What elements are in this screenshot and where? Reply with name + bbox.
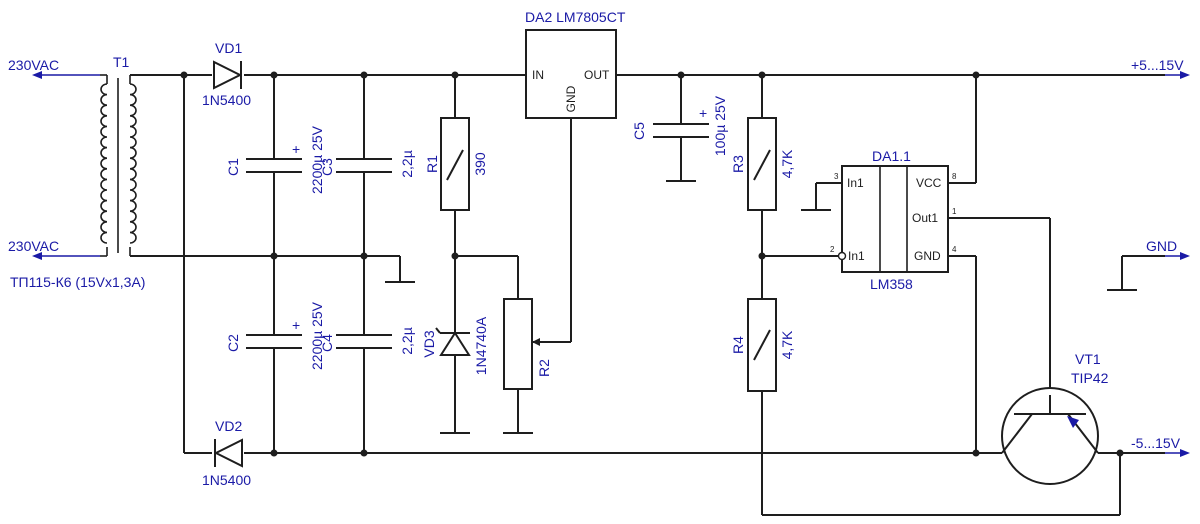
da1-ref: DA1.1 [872, 148, 911, 164]
c4-ref: C4 [319, 334, 335, 352]
labels: 230VAC 230VAC +5...15V -5...15V GND T1 Т… [8, 9, 1184, 488]
c1-value: 2200µ 25V [309, 125, 325, 194]
transistor-vt1 [1001, 387, 1099, 485]
da1-part: LM358 [870, 276, 913, 292]
vt1-ref: VT1 [1075, 351, 1101, 367]
r2-ref: R2 [536, 359, 552, 377]
c2-value: 2200µ 25V [309, 301, 325, 370]
r1-value: 390 [472, 152, 488, 176]
c3-value: 2,2µ [399, 150, 415, 178]
vd1-part: 1N5400 [202, 92, 251, 108]
c2-ref: C2 [225, 334, 241, 352]
c5-polarity: + [699, 105, 707, 121]
c2-polarity: + [292, 317, 300, 333]
r3-ref: R3 [730, 155, 746, 173]
vd1-ref: VD1 [215, 40, 242, 56]
resistor-r2 [503, 298, 540, 390]
da1-num-out: 1 [952, 207, 957, 216]
junction-dots [180, 71, 1124, 457]
c3-ref: C3 [319, 158, 335, 176]
capacitor-c1 [246, 158, 302, 173]
c5-ref: C5 [631, 122, 647, 140]
terminal-ac-bottom: 230VAC [8, 238, 59, 254]
resistor-r1 [440, 117, 470, 211]
da1-num-in-plus: 3 [834, 172, 839, 181]
c5-value: 100µ 25V [712, 95, 728, 156]
terminal-gnd: GND [1146, 238, 1177, 254]
r1-ref: R1 [424, 155, 440, 173]
t1-ref: T1 [113, 54, 130, 70]
da1-pin-in-minus: In1 [848, 249, 865, 263]
r4-ref: R4 [730, 336, 746, 354]
capacitor-c3 [336, 158, 392, 173]
terminal-neg-out: -5...15V [1131, 435, 1181, 451]
vd3-part: 1N4740A [473, 316, 489, 375]
da1-pin-in-plus: In1 [847, 176, 864, 190]
c1-ref: C1 [225, 158, 241, 176]
r3-value: 4,7K [779, 149, 795, 178]
diode-vd2 [213, 438, 243, 468]
da1-pin-gnd: GND [914, 249, 941, 263]
regulator-da2 [525, 29, 617, 119]
opamp-da1 [837, 165, 949, 273]
da2-pin-out: OUT [584, 68, 610, 82]
vd2-part: 1N5400 [202, 472, 251, 488]
resistor-r3 [747, 117, 777, 211]
capacitor-c4 [336, 334, 392, 349]
transformer-t1 [100, 78, 137, 253]
terminal-ac-top: 230VAC [8, 57, 59, 73]
capacitor-c2 [246, 334, 302, 349]
da1-num-vcc: 8 [952, 172, 957, 181]
c1-polarity: + [292, 141, 300, 157]
terminal-pos-out: +5...15V [1131, 57, 1184, 73]
r4-value: 4,7K [779, 330, 795, 359]
capacitor-c5 [653, 123, 709, 138]
da1-num-in-minus: 2 [830, 245, 835, 254]
da2-pin-in: IN [532, 68, 544, 82]
resistor-r4 [747, 298, 777, 392]
da2-pin-gnd: GND [564, 85, 578, 112]
diode-vd1 [213, 60, 243, 90]
c4-value: 2,2µ [399, 327, 415, 355]
da1-pin-out: Out1 [912, 211, 938, 225]
da1-pin-vcc: VCC [916, 176, 942, 190]
t1-part: ТП115-К6 (15Vx1,3A) [10, 274, 145, 290]
da1-num-gnd: 4 [952, 245, 957, 254]
vt1-part: TIP42 [1071, 370, 1109, 386]
da2-ref: DA2 LM7805CT [525, 9, 626, 25]
zener-vd3 [435, 327, 471, 356]
vd3-ref: VD3 [421, 330, 437, 357]
vd2-ref: VD2 [215, 418, 242, 434]
